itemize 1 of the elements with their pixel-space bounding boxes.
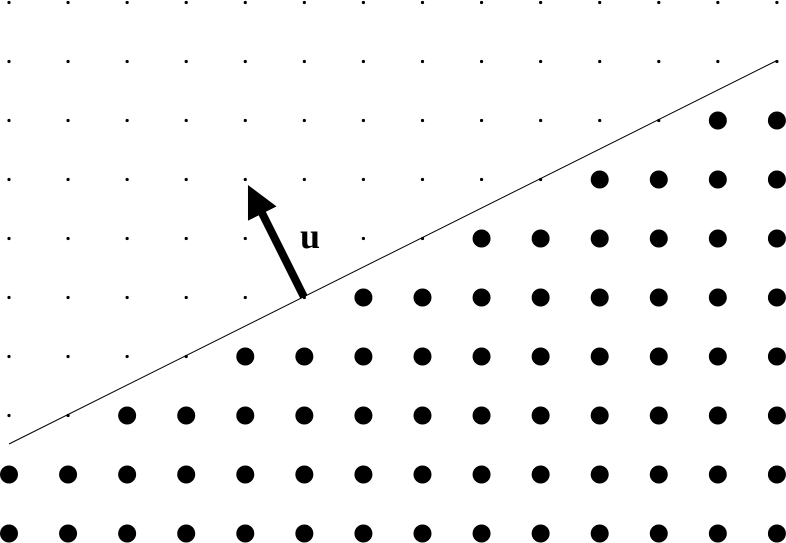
vector-label: u [300, 218, 320, 254]
